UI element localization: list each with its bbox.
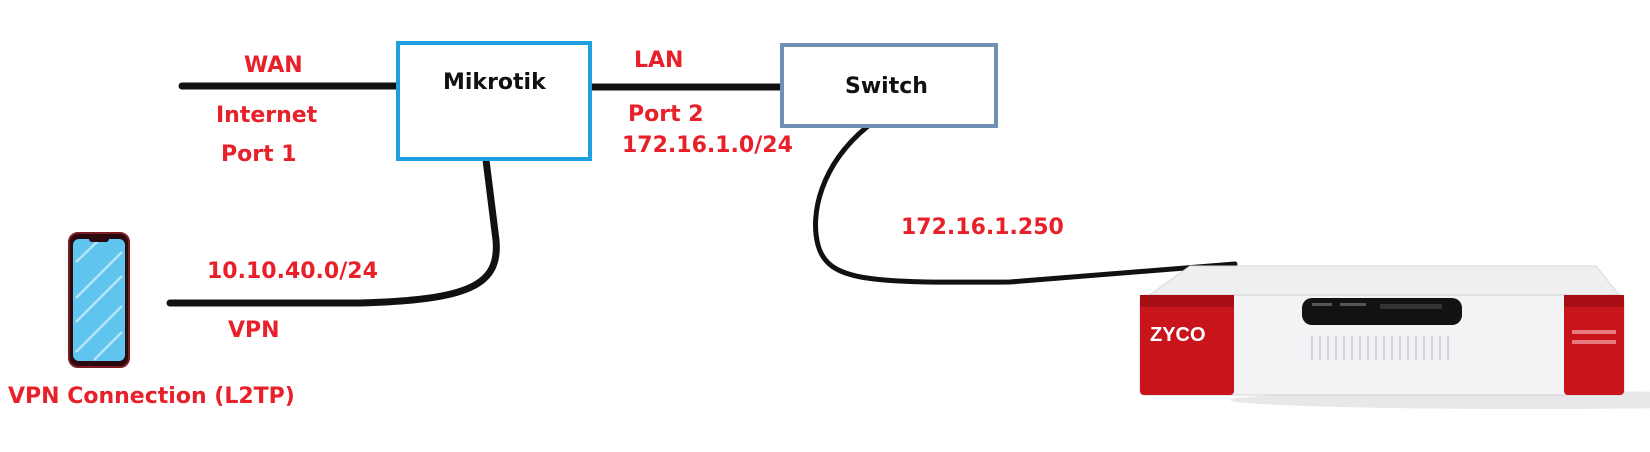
device-link-line xyxy=(813,123,1238,285)
device-brand-logo: ZYCO xyxy=(1150,324,1206,346)
mikrotik-label: Mikrotik xyxy=(443,70,546,95)
wan-label: WAN xyxy=(244,53,303,78)
lan-subnet-label: 172.16.1.0/24 xyxy=(622,133,793,158)
lan-label: LAN xyxy=(634,48,684,73)
phone-connection-label: VPN Connection (L2TP) xyxy=(8,384,295,409)
vpn-label: VPN xyxy=(228,318,280,343)
phone-icon xyxy=(68,232,130,368)
mikrotik-router-box xyxy=(396,41,592,161)
wan-port-label: Port 1 xyxy=(221,142,297,167)
switch-box xyxy=(780,43,998,128)
vpn-subnet-label: 10.10.40.0/24 xyxy=(207,259,378,284)
switch-label: Switch xyxy=(845,74,928,99)
vpn-link-line xyxy=(166,156,500,307)
device-ip-label: 172.16.1.250 xyxy=(901,215,1064,240)
wan-internet-label: Internet xyxy=(216,103,318,128)
lan-port-label: Port 2 xyxy=(628,102,704,127)
firewall-device-icon: ZYCO xyxy=(1139,265,1650,409)
